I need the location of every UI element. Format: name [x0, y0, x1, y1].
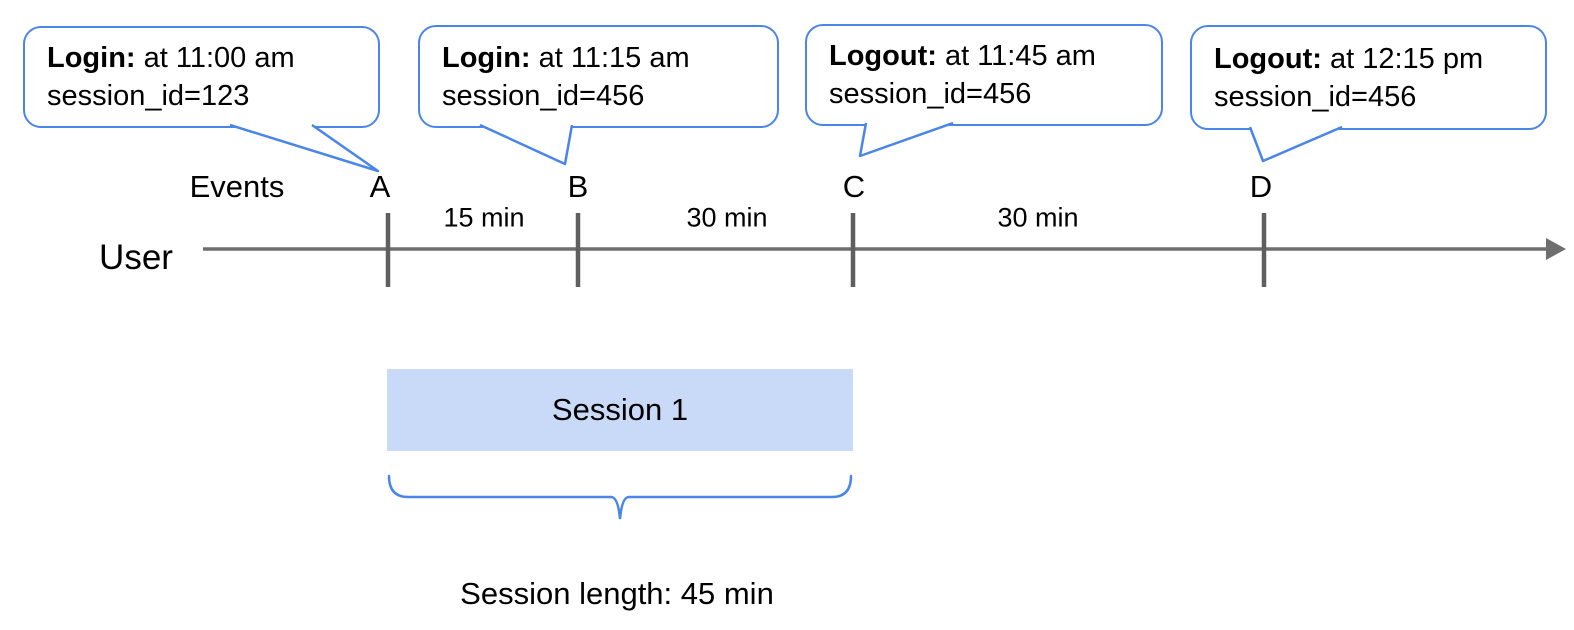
- callout-c-time: at 11:45 am: [944, 40, 1096, 72]
- callout-d-action: Logout:: [1214, 42, 1322, 75]
- callout-tail-c: [858, 121, 954, 158]
- session-1-box: Session 1: [387, 369, 853, 451]
- callout-a-action: Login:: [47, 42, 136, 74]
- event-mark-c: C: [842, 169, 866, 204]
- callout-a-session-id: session_id=123: [47, 80, 250, 112]
- callout-tail-a: [229, 123, 380, 173]
- interval-label-b-c: 30 min: [686, 202, 768, 233]
- event-mark-d: D: [1249, 169, 1273, 204]
- session-1-label: Session 1: [551, 392, 689, 427]
- callout-c-action: Logout:: [829, 40, 937, 72]
- callout-a-time: at 11:00 am: [143, 42, 295, 74]
- callout-b-session-id: session_id=456: [442, 79, 645, 112]
- callout-a-line1: Login: at 11:00 am: [47, 39, 356, 77]
- callout-c-line1: Logout: at 11:45 am: [829, 37, 1139, 75]
- callout-c-session-id: session_id=456: [829, 78, 1032, 110]
- interval-label-a-b: 15 min: [443, 202, 525, 233]
- callout-d-session-id: session_id=456: [1214, 80, 1417, 113]
- callout-d-time: at 12:15 pm: [1329, 42, 1484, 75]
- events-row-label: Events: [189, 169, 285, 204]
- interval-label-c-d: 30 min: [997, 202, 1079, 233]
- session-length-label: Session length: 45 min: [460, 576, 774, 611]
- session-length-brace: [387, 474, 853, 520]
- callout-b-line1: Login: at 11:15 am: [442, 39, 755, 77]
- callout-tail-b: [479, 123, 574, 166]
- event-mark-a: A: [369, 169, 391, 204]
- callout-b-time: at 11:15 am: [538, 41, 690, 74]
- callout-tail-d: [1248, 125, 1343, 163]
- user-row-label: User: [99, 238, 173, 277]
- event-mark-b: B: [567, 169, 589, 204]
- callout-event-b: Login: at 11:15 am session_id=456: [418, 25, 779, 128]
- callout-b-action: Login:: [442, 41, 531, 74]
- callout-event-d: Logout: at 12:15 pm session_id=456: [1190, 25, 1547, 130]
- callout-event-a: Login: at 11:00 am session_id=123: [23, 26, 380, 128]
- callout-d-line1: Logout: at 12:15 pm: [1214, 40, 1523, 78]
- callout-event-c: Logout: at 11:45 am session_id=456: [805, 24, 1163, 126]
- timeline-arrowhead-icon: [1546, 238, 1566, 260]
